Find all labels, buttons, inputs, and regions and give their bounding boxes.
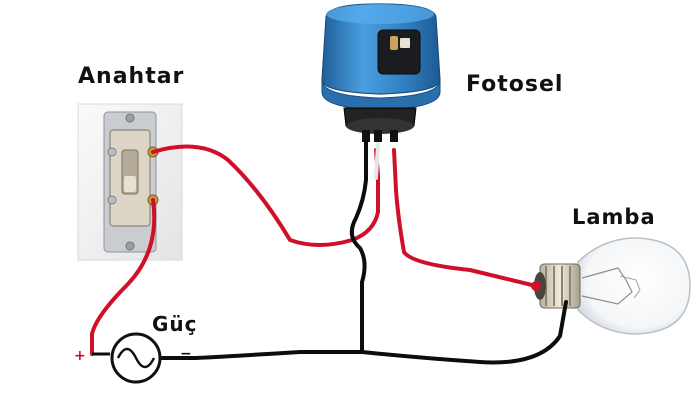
wire-neutral-photocell (349, 140, 368, 354)
wire-live-photocell-to-lamp (392, 148, 538, 288)
lamp-filament (581, 267, 633, 305)
lamp-label: Lamba (572, 205, 656, 229)
wire-live-switch-to-power (90, 198, 157, 356)
photocell-window (377, 29, 421, 75)
photocell (321, 3, 441, 142)
wire-photocell-white-lead (374, 142, 380, 180)
power-label: Güç (152, 312, 198, 336)
wire-neutral-bus (160, 300, 568, 365)
lamp-glass (577, 237, 691, 335)
sine-wave-icon (116, 347, 156, 369)
power-positive-sign: + (74, 348, 86, 364)
switch (77, 103, 183, 261)
photocell-label: Fotosel (466, 72, 564, 97)
wire-live-switch-to-photocell (151, 144, 380, 247)
power-source (110, 332, 162, 384)
power-negative-sign: − (180, 346, 192, 362)
lamp (531, 237, 691, 335)
switch-label: Anahtar (78, 64, 185, 89)
